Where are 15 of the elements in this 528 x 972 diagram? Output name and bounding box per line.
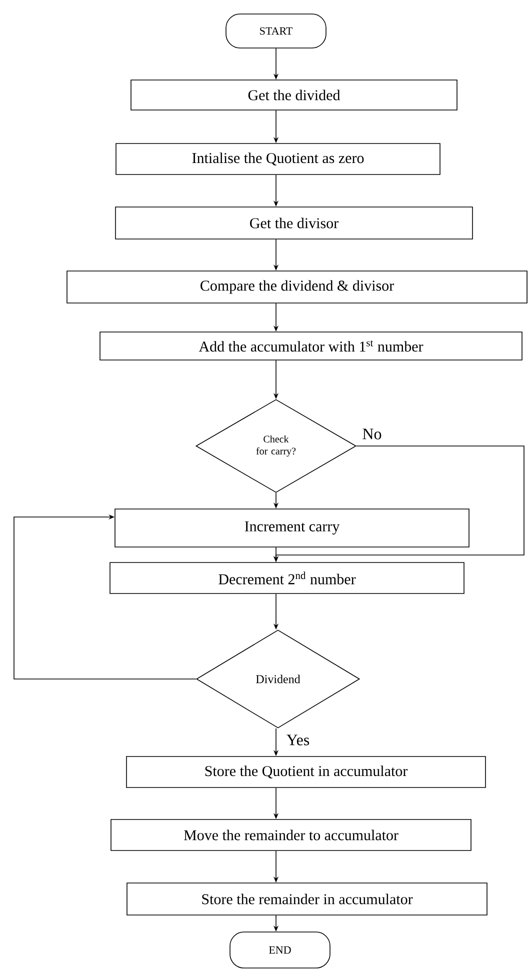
terminal-box: START <box>226 14 326 48</box>
arrow <box>14 514 196 680</box>
edge-label: No <box>361 428 383 440</box>
process-box: Get the divisor <box>115 206 473 240</box>
process-box: Decrement 2$^{nd}$ number <box>110 562 464 594</box>
edge-label: Yes <box>285 734 311 746</box>
process-box: Compare the dividend & divisor <box>66 270 528 304</box>
process-box: Add the accumulator with 1$^{st}$ number <box>100 332 522 360</box>
process-box: Increment carry <box>114 508 470 548</box>
process-box: Get the divided <box>130 80 458 110</box>
terminal-box: END <box>230 932 330 968</box>
process-box: Intialise the Quotient as zero <box>116 143 440 175</box>
process-box: Move the remainder to accumulator <box>110 819 472 851</box>
process-box: Store the remainder in accumulator <box>126 882 488 916</box>
process-box: Store the Quotient in accumulator <box>126 756 486 788</box>
